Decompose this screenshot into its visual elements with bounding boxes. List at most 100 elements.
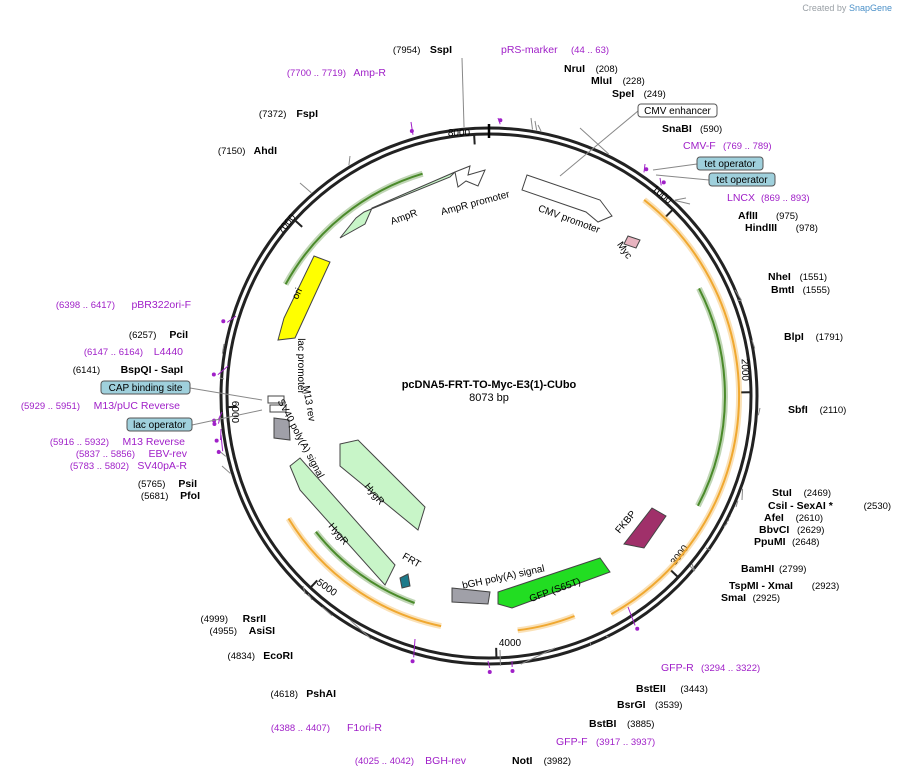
leader-line — [726, 519, 730, 523]
site-bbvci: BbvCI(2629) — [759, 524, 824, 536]
site-position: (2610) — [796, 513, 823, 524]
primer-mark — [216, 450, 221, 455]
primer-name: pBR322ori-F — [131, 299, 191, 311]
site-asisi: AsiSI(4955) — [210, 625, 276, 637]
site-position: (3982) — [544, 756, 571, 767]
orf-arcs — [282, 170, 742, 634]
site-ahdi: AhdI(7150) — [218, 145, 277, 157]
site-tspmi-xmai: TspMI - XmaI(2923) — [729, 580, 839, 592]
site-name: AsiSI — [249, 625, 275, 637]
leader-line — [189, 387, 263, 401]
site-nhei: NheI(1551) — [768, 271, 827, 283]
leader-line — [655, 174, 710, 181]
feature-label-lac-operator: lac operator — [126, 417, 193, 432]
feature-shape — [339, 171, 456, 239]
leader-line — [757, 407, 761, 416]
primer-amp-r: Amp-R(7700 .. 7719) — [287, 67, 387, 79]
primer-ebv-rev: EBV-rev(5837 .. 5856) — [76, 448, 188, 460]
site-smai: SmaI(2925) — [721, 592, 780, 604]
site-name: SpeI — [612, 88, 634, 100]
primer-range: (5916 .. 5932) — [50, 437, 109, 448]
primer-mark — [214, 438, 219, 443]
site-name: BbvCI — [759, 524, 789, 536]
site-bmti: BmtI(1555) — [771, 284, 830, 296]
site-hindiii: HindIII(978) — [745, 222, 818, 234]
leader-line — [217, 365, 229, 376]
primer-name: BGH-rev — [425, 755, 467, 767]
site-blpi: BlpI(1791) — [784, 331, 843, 343]
leader-line — [348, 155, 351, 166]
site-bamhi: BamHI(2799) — [741, 563, 806, 575]
leader-line — [589, 641, 592, 647]
feature-shape — [277, 255, 331, 341]
snapgene-watermark: Created by SnapGene — [802, 3, 892, 13]
site-position: (2469) — [804, 488, 831, 499]
primer-pbr322ori-f: pBR322ori-F(6398 .. 6417) — [56, 299, 191, 311]
leader-line — [689, 565, 695, 572]
leader-line — [349, 619, 372, 640]
primer-range: (5929 .. 5951) — [21, 401, 80, 412]
leader-line — [751, 339, 756, 349]
feature-label-tet-operator: tet operator — [708, 172, 776, 187]
ring-tick-label: 8000 — [448, 128, 471, 139]
site-position: (6257) — [129, 330, 156, 341]
site-position: (7150) — [218, 146, 245, 157]
feature-label: FRT — [400, 551, 422, 570]
label-box — [708, 172, 776, 187]
site-position: (975) — [776, 211, 798, 222]
leader-line — [579, 127, 610, 155]
primer-mark — [510, 668, 515, 673]
site-ecori: EcoRI(4834) — [228, 650, 294, 662]
feature-cmv-promoter: CMV promoter — [521, 174, 613, 236]
site-position: (7954) — [393, 45, 420, 56]
feature-shape — [521, 174, 613, 223]
feature-gfp-s65t: GFP (S65T) — [497, 557, 611, 609]
primer-mark — [644, 167, 649, 172]
site-bspqi-sapi: BspQI - SapI(6141) — [73, 364, 183, 376]
site-bsrgi: BsrGI(3539) — [617, 699, 682, 711]
site-position: (2110) — [820, 405, 847, 416]
site-name: BsrGI — [617, 699, 646, 711]
site-name: BamHI — [741, 563, 774, 575]
label-text: CAP binding site — [109, 383, 183, 394]
primer-range: (869 .. 893) — [761, 193, 810, 204]
site-afei: AfeI(2610) — [764, 512, 823, 524]
site-position: (3885) — [627, 719, 654, 730]
site-ppumi: PpuMI(2648) — [754, 536, 819, 548]
leader-line — [605, 635, 610, 639]
site-position: (4618) — [271, 689, 298, 700]
site-name: BmtI — [771, 284, 794, 296]
site-name: NruI — [564, 63, 585, 75]
site-position: (3443) — [680, 684, 707, 695]
leader-line — [652, 163, 698, 171]
leader-line — [221, 343, 225, 354]
feature-shape — [454, 165, 486, 188]
site-position: (208) — [596, 64, 618, 75]
leader-line — [736, 299, 742, 302]
site-name: HindIII — [745, 222, 777, 234]
site-position: (2648) — [792, 537, 819, 548]
primer-gfp-f: GFP-F(3917 .. 3937) — [556, 736, 655, 748]
feature-shape — [269, 404, 287, 413]
site-position: (2925) — [753, 593, 780, 604]
primer-f1ori-r: F1ori-R(4388 .. 4407) — [271, 722, 383, 734]
feature-shape — [399, 573, 411, 589]
orf-arc — [610, 199, 740, 615]
label-text: CMV enhancer — [644, 106, 711, 117]
primer-name: M13/pUC Reverse — [94, 400, 181, 412]
leader-line — [487, 660, 491, 669]
primer-m13-puc-reverse: M13/pUC Reverse (5929 .. 5951) — [21, 400, 180, 412]
site-pfoi: PfoI(5681) — [141, 490, 200, 502]
primer-range: (3917 .. 3937) — [596, 737, 655, 748]
site-position: (1791) — [816, 332, 843, 343]
site-mlui: MluI(228) — [591, 75, 645, 87]
leader-line — [219, 377, 225, 380]
primer-mark — [498, 118, 503, 123]
site-name: TspMI - XmaI — [729, 580, 793, 592]
label-box — [100, 380, 191, 395]
primer-mark — [635, 626, 640, 631]
leader-line — [627, 606, 636, 626]
leader-line — [530, 117, 534, 130]
primer-name: SV40pA-R — [137, 460, 187, 472]
primer-mark — [410, 659, 415, 664]
